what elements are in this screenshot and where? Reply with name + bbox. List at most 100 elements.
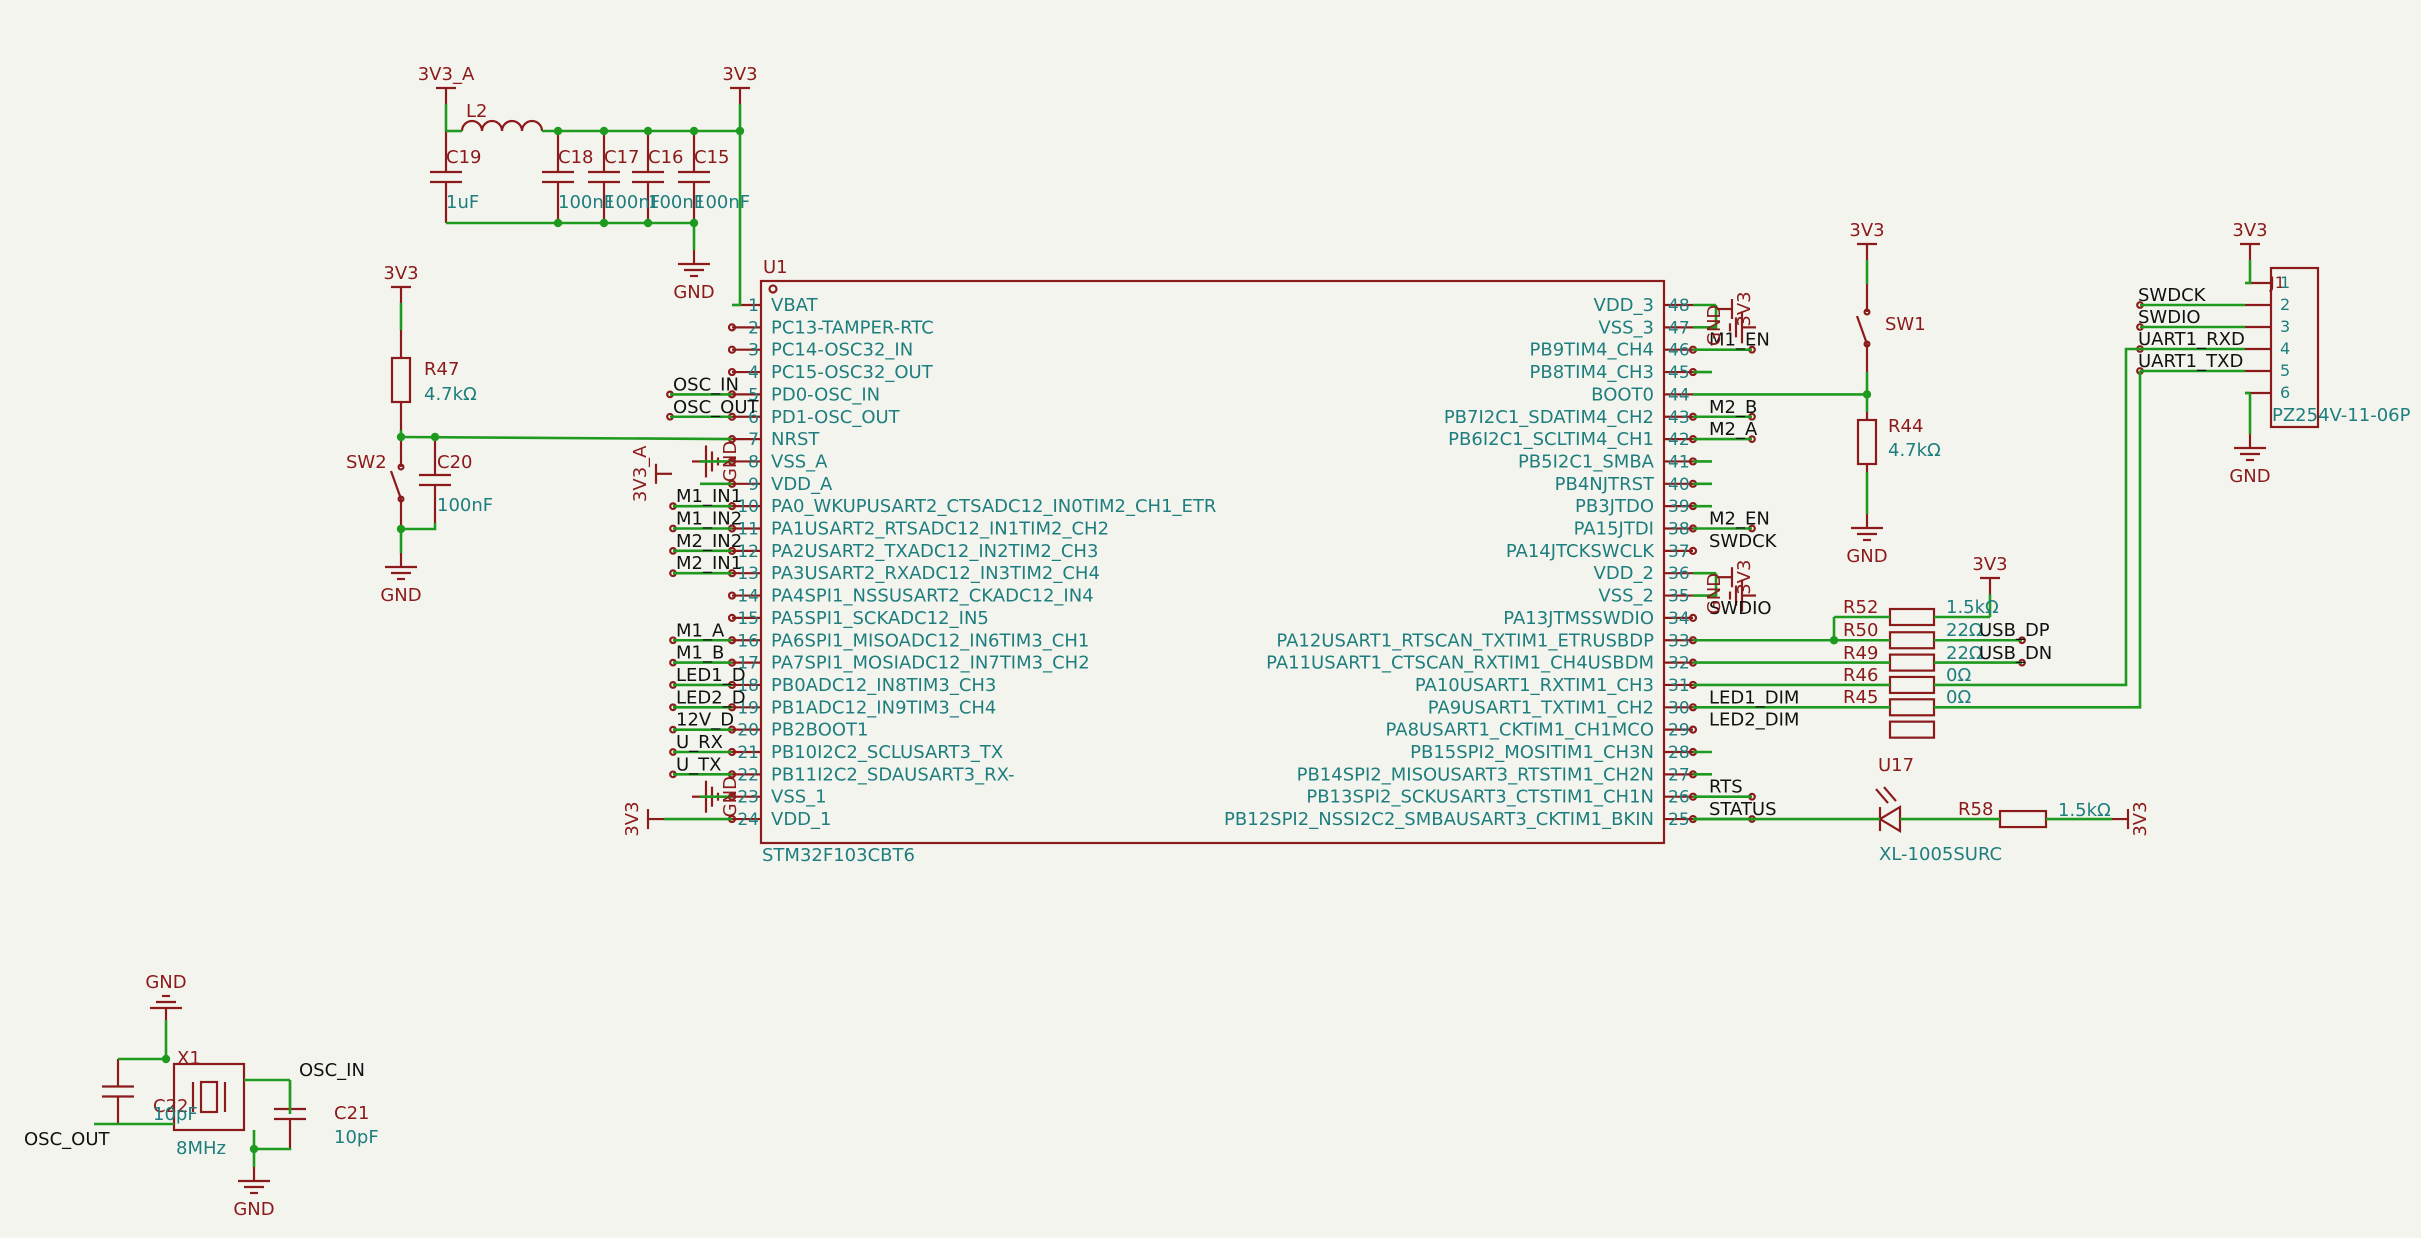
net-label: SWDCK (1709, 531, 1778, 552)
ground-label: GND (233, 1199, 274, 1220)
pin-name: BOOT0 (1591, 384, 1654, 405)
pin-number: 44 (1668, 385, 1690, 405)
net-label: SWDCK (2138, 285, 2207, 306)
pin-name: VSS_2 (1598, 586, 1654, 607)
net-label: M1_A (676, 620, 725, 641)
net-label: M2_B (1709, 397, 1757, 418)
pin-name: PA13JTMSSWDIO (1503, 608, 1654, 629)
pin-name: PA9USART1_TXTIM1_CH2 (1428, 697, 1654, 718)
pin-number: 24 (737, 810, 759, 830)
pin-name: PA6SPI1_MISOADC12_IN6TIM3_CH1 (771, 630, 1089, 651)
pin-number: 42 (1668, 430, 1690, 450)
pin-name: VDD_1 (771, 809, 832, 830)
wire (401, 523, 437, 531)
resistor-value: 4.7kΩ (1888, 440, 1941, 461)
net-label: UART1_RXD (2138, 329, 2245, 350)
pin-name: PB11I2C2_SDAUSART3_RX- (771, 764, 1015, 785)
pin-number: 9 (748, 475, 759, 495)
pin-number: 3 (748, 341, 759, 361)
net-label: OSC_OUT (24, 1129, 111, 1150)
junction-dot (599, 218, 609, 228)
ground-label: GND (1704, 573, 1725, 614)
capacitor-ref: C18 (558, 147, 593, 168)
junction-dot (599, 126, 609, 136)
switch-contact (397, 463, 405, 471)
pin-end (1688, 725, 1698, 734)
junction-dot (643, 218, 653, 228)
power-label: 3V3_A (418, 64, 475, 85)
switch-ref: SW2 (346, 452, 387, 473)
pin-name: PA3USART2_RXADC12_IN3TIM2_CH4 (771, 563, 1100, 584)
crystal-ref: X1 (177, 1048, 201, 1069)
net-label: U_RX (676, 732, 723, 753)
resistor-ref: R52 (1843, 597, 1878, 618)
capacitor-ref: C19 (446, 147, 481, 168)
power-wire (1693, 573, 1718, 597)
pin-number: 26 (1668, 788, 1690, 808)
net-label: OSC_OUT (673, 397, 760, 418)
ground-label: GND (720, 441, 741, 482)
net-label: M2_EN (1709, 509, 1770, 530)
header-part-number: PZ254V-11-06P (2272, 405, 2411, 426)
pin-number: 43 (1668, 408, 1690, 428)
pin-number: 38 (1668, 520, 1690, 540)
pin-number: 21 (737, 743, 759, 763)
pin-name: PB13SPI2_SCKUSART3_CTSTIM1_CH1N (1306, 787, 1654, 808)
pin-name: VBAT (771, 295, 819, 316)
wire (2245, 260, 2252, 285)
pin-number: 30 (1668, 698, 1690, 718)
capacitor-ref: C22 (153, 1096, 188, 1117)
led-emit-arrow (1875, 788, 1889, 804)
net-label: SWDIO (2138, 307, 2201, 328)
net-label: OSC_IN (299, 1060, 365, 1081)
capacitor-value: 100nF (648, 192, 704, 213)
wire (252, 1147, 292, 1151)
net-label: M1_B (676, 643, 724, 664)
pin-number: 35 (1668, 587, 1690, 607)
pin-name: PA8USART1_CKTIM1_CH1MCO (1386, 720, 1654, 741)
junction-dot (553, 126, 563, 136)
pin-name: VDD_2 (1594, 563, 1655, 584)
net-label: SWDIO (1709, 598, 1772, 619)
pin-number: 47 (1668, 318, 1690, 338)
pin-name: PC14-OSC32_IN (771, 340, 913, 361)
pin-name: PB8TIM4_CH3 (1530, 362, 1655, 383)
resistor-value: 22Ω (1946, 620, 1983, 641)
capacitor-ref: C21 (334, 1103, 369, 1124)
power-label: 3V3 (2232, 220, 2267, 241)
junction-layer (161, 126, 1872, 1154)
pin-number: 10 (737, 497, 759, 517)
net-label: RTS (1709, 777, 1743, 798)
net-label: LED2_D (676, 687, 746, 708)
pin-end (1688, 613, 1698, 623)
ground-label: GND (720, 776, 741, 817)
pin-end (727, 367, 737, 377)
pin-number: 29 (1668, 721, 1690, 741)
pin-name: PD0-OSC_IN (771, 384, 880, 405)
capacitor-ref: C17 (604, 147, 639, 168)
resistor-body (1888, 631, 1936, 650)
net-label: LED1_DIM (1709, 687, 1799, 708)
junction-dot (643, 126, 653, 136)
pin-number: 25 (1668, 810, 1690, 830)
crystal-value: 8MHz (176, 1138, 226, 1159)
junction-dot (161, 1054, 171, 1064)
pin-name: PA11USART1_CTSCAN_RXTIM1_CH4USBDM (1266, 653, 1654, 674)
resistor-value: 0Ω (1946, 687, 1971, 708)
pin-name: PB0ADC12_IN8TIM3_CH3 (771, 675, 996, 696)
pin-number: 32 (1668, 654, 1690, 674)
net-label: U_TX (676, 754, 722, 775)
ground-label: GND (1704, 305, 1725, 346)
pin-number: 46 (1668, 341, 1690, 361)
ground-label: GND (380, 585, 421, 606)
pin-number: 37 (1668, 542, 1690, 562)
pin-name: PA0_WKUPUSART2_CTSADC12_IN0TIM2_CH1_ETR (771, 496, 1216, 517)
pin-number: 7 (748, 430, 759, 450)
resistor-value: 22Ω (1946, 643, 1983, 664)
net-label: STATUS (1709, 799, 1777, 820)
capacitor-ref: C20 (437, 452, 472, 473)
junction-dot (1862, 390, 1872, 399)
pin-number: 6 (748, 408, 759, 428)
power-label: 3V3 (1734, 291, 1755, 326)
